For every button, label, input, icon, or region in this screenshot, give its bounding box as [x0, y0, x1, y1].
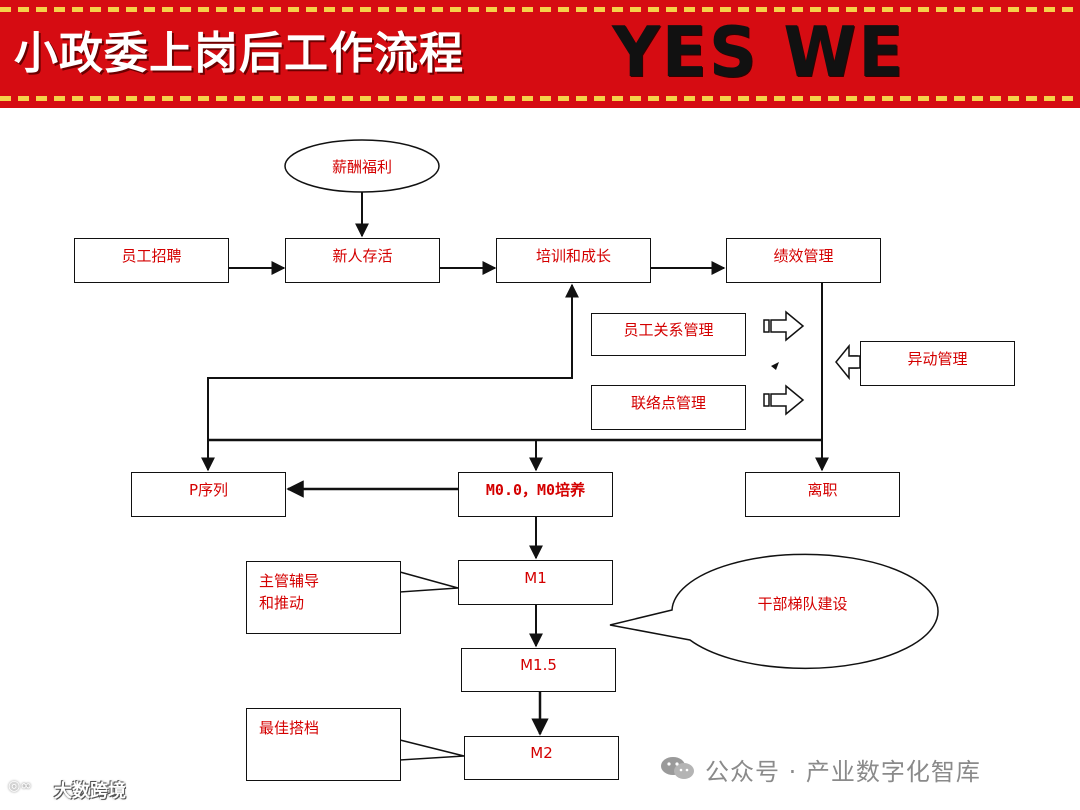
logo-icon: ◎∞ — [8, 778, 32, 794]
small-marker — [771, 362, 779, 370]
node-m15: M1.5 — [461, 648, 616, 692]
hollow-arrow-liaison — [763, 384, 805, 416]
node-m1: M1 — [458, 560, 613, 605]
node-performance: 绩效管理 — [726, 238, 881, 283]
node-p-series: P序列 — [131, 472, 286, 517]
node-relations: 员工关系管理 — [591, 313, 746, 356]
node-newcomer: 新人存活 — [285, 238, 440, 283]
arrow-loop-training — [207, 283, 579, 440]
node-welfare: 薪酬福利 — [331, 157, 392, 176]
page-title: 小政委上岗后工作流程 — [14, 28, 464, 79]
header-dash-bottom — [0, 96, 1080, 101]
callout-partner: 最佳搭档 — [246, 708, 401, 781]
node-training: 培训和成长 — [496, 238, 651, 283]
hollow-arrow-relations — [763, 310, 805, 342]
callout-coach: 主管辅导 和推动 — [246, 561, 401, 634]
hollow-arrow-transfer — [835, 343, 861, 381]
callout-coach-pointer — [399, 571, 459, 593]
header-banner: 小政委上岗后工作流程 YES WE CAN ! — [0, 0, 1080, 108]
callout-partner-pointer — [399, 739, 465, 761]
slogan-box — [600, 16, 1078, 92]
header-dash-top — [0, 7, 1080, 12]
wechat-icon — [661, 757, 694, 779]
node-leave: 离职 — [745, 472, 900, 517]
node-recruit: 员工招聘 — [74, 238, 229, 283]
slogan: YES WE CAN ! — [612, 11, 906, 108]
callout-cadre-bubble — [609, 553, 939, 670]
node-m2: M2 — [464, 736, 619, 780]
node-transfer: 异动管理 — [860, 341, 1015, 386]
watermark-channel: 公众号 · 产业数字化智库 — [705, 758, 981, 786]
node-m0: M0.0，M0培养 — [458, 472, 613, 517]
node-liaison: 联络点管理 — [591, 385, 746, 430]
ellipse-welfare — [284, 139, 440, 193]
callout-cadre: 干部梯队建设 — [757, 594, 848, 613]
watermark-source: 大数跨境 — [54, 781, 126, 802]
